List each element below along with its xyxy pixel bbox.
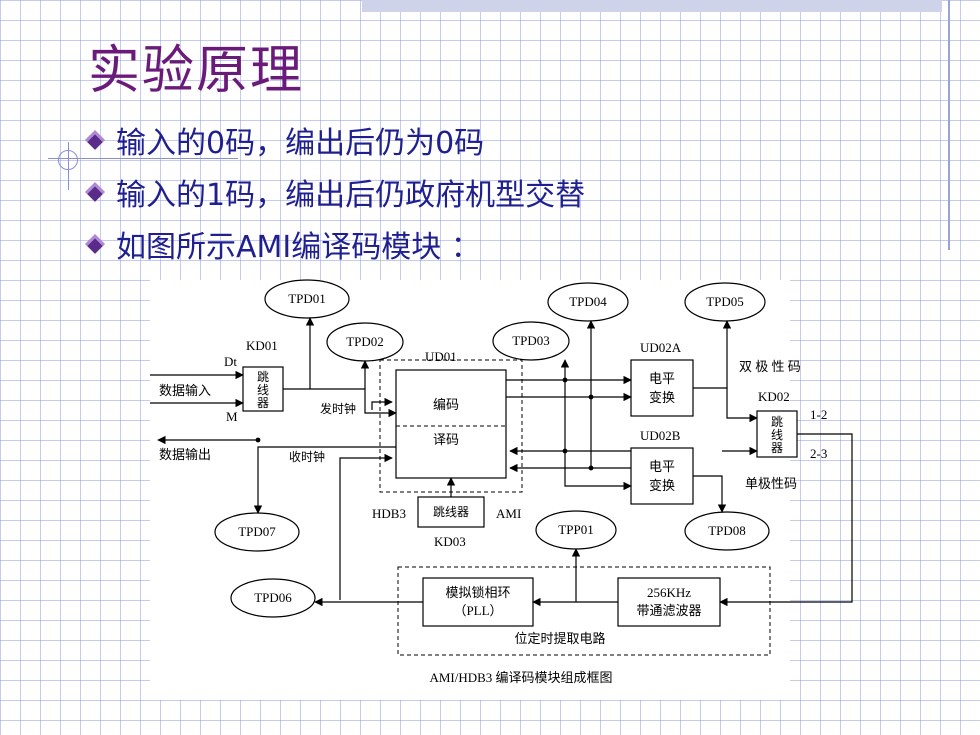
pin12-label: 1-2 (810, 407, 827, 422)
kd03-box (417, 496, 485, 528)
right-decor-rule (948, 0, 950, 250)
bullet-text: 输入的0码，编出后仍为0码 (116, 126, 485, 161)
kd02-jumper-text: 跳线器 (771, 415, 783, 455)
tpd05-label: TPD05 (706, 294, 744, 309)
slide-title: 实验原理 (88, 41, 305, 101)
tpd07-label: TPD07 (238, 524, 276, 539)
bipolar-label: 双 极 性 码 (739, 359, 801, 374)
kd03-jumper-label: 跳线器 (433, 505, 469, 519)
diagram-caption: AMI/HDB3 编译码模块组成框图 (429, 670, 612, 685)
bullet-text: 如图所示AMI编译码模块 ： (116, 230, 481, 265)
kd02-label: KD02 (758, 389, 790, 404)
ud02a-box (630, 359, 694, 417)
filter-box (617, 577, 721, 627)
kd01-label: KD01 (246, 338, 278, 353)
tpd06-label: TPD06 (254, 590, 292, 605)
kd03-label: KD03 (434, 534, 466, 549)
ud02b-label: UD02B (640, 428, 681, 443)
decor-rule-horizontal (48, 158, 238, 159)
kd01-jumper-text: 跳线器 (257, 370, 269, 410)
filter-sub-label: 带通滤波器 (636, 603, 701, 618)
pin23-label: 2-3 (810, 446, 827, 461)
bullet-item: 输入的0码，编出后仍为0码 (85, 118, 485, 162)
top-decor-bar (362, 0, 942, 12)
ud01-label: UD01 (425, 349, 457, 364)
ud02a-level-text: 电平变换 (649, 371, 675, 405)
tpp01-label: TPP01 (558, 522, 593, 537)
timing-label: 位定时提取电路 (514, 631, 605, 646)
timing-group (397, 566, 771, 656)
decode-label: 译码 (433, 432, 459, 447)
kd02-box (756, 410, 798, 458)
tpd08-label: TPD08 (708, 523, 746, 538)
tpd02-label: TPD02 (346, 334, 384, 349)
tpd03-ellipse (492, 321, 570, 361)
data-out-label: 数据输出 (159, 447, 211, 462)
m-label: M (226, 409, 238, 424)
ud02b-box (630, 447, 694, 505)
unipolar-label: 单极性码 (745, 476, 797, 491)
tpd04-label: TPD04 (569, 294, 607, 309)
bullet-item: 如图所示AMI编译码模块 ： (85, 222, 481, 266)
tpd08-ellipse (684, 511, 770, 551)
tx-clock-label: 发时钟 (320, 401, 356, 416)
tpd01-label: TPD01 (288, 291, 326, 306)
pll-label: 模拟锁相环 (445, 585, 510, 600)
filter-label: 256KHz (647, 585, 691, 600)
bullet-item: 输入的1码，编出后仍政府机型交替 (85, 170, 586, 214)
ud02a-label: UD02A (640, 340, 682, 355)
pll-sub-label: （PLL） (453, 603, 502, 618)
ud02b-level-text: 电平变换 (649, 459, 675, 493)
rx-clock-label: 收时钟 (289, 449, 325, 464)
dt-label: Dt (224, 354, 237, 369)
data-in-label: 数据输入 (159, 383, 211, 398)
ami-label: AMI (496, 506, 521, 521)
codec-box (395, 369, 507, 479)
encode-label: 编码 (433, 397, 459, 412)
tpd03-label: TPD03 (512, 333, 550, 348)
decor-circle (58, 150, 78, 170)
bullet-text: 输入的1码，编出后仍政府机型交替 (116, 178, 586, 213)
hdb3-label: HDB3 (372, 506, 406, 521)
pll-box (422, 577, 534, 627)
